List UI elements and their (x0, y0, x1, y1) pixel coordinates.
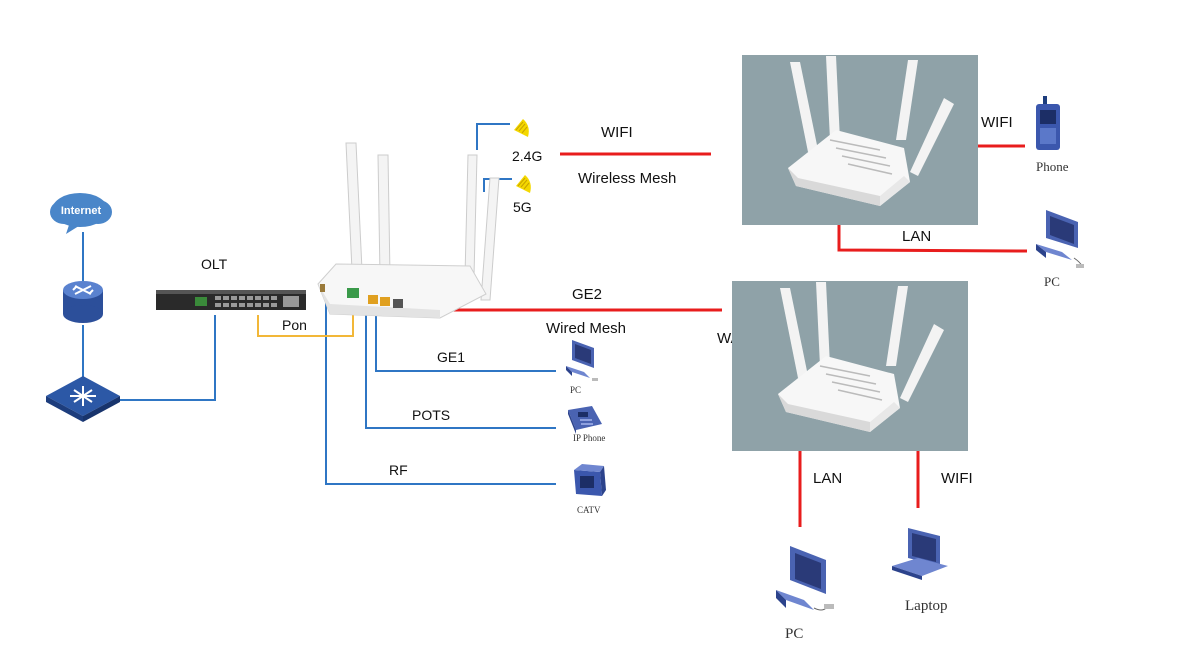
pc-small-label: PC (570, 385, 581, 395)
olt-label: OLT (201, 256, 228, 272)
wifi-right-label: WIFI (981, 114, 1013, 131)
link-ge1 (375, 305, 556, 372)
wifi-bottom-label: WIFI (941, 470, 973, 487)
wireless-mesh-label: Wireless Mesh (578, 170, 676, 187)
laptop-label: Laptop (905, 598, 948, 614)
rf-label: RF (389, 462, 408, 478)
band-5-label: 5G (513, 199, 532, 215)
antenna-icon (516, 175, 531, 193)
ip-phone-label: IP Phone (573, 433, 605, 443)
link-switch-olt (120, 315, 216, 401)
pc-icon (566, 340, 598, 381)
core-router-icon (63, 281, 103, 323)
catv-icon (574, 464, 606, 496)
pc-icon (1036, 210, 1084, 268)
ont-router-icon (317, 142, 500, 319)
laptop-icon (892, 528, 948, 580)
mobile-phone-icon (1036, 96, 1060, 150)
pc-bottom-label: PC (785, 626, 803, 642)
mesh-router-photo (732, 281, 968, 451)
ge2-label: GE2 (572, 286, 602, 303)
catv-label: CATV (577, 505, 601, 515)
cloud-label: Internet (61, 205, 102, 217)
link-pots (365, 305, 556, 429)
link-rf (325, 292, 556, 485)
switch-icon (46, 376, 120, 422)
lan-bottom-label: LAN (813, 470, 842, 487)
phone-label: Phone (1036, 159, 1069, 174)
cloud-icon: Internet (50, 193, 112, 234)
link-antenna-5 (483, 178, 512, 192)
antenna-icon (514, 119, 529, 137)
band-24-label: 2.4G (512, 148, 542, 164)
mesh-router-photo (742, 55, 978, 225)
pots-label: POTS (412, 407, 450, 423)
pc-top-label: PC (1044, 274, 1060, 289)
pon-label: Pon (282, 317, 307, 333)
wifi-top-label: WIFI (601, 124, 633, 141)
wired-mesh-label: Wired Mesh (546, 320, 626, 337)
wired-links (82, 123, 556, 485)
link-antenna-24 (476, 123, 510, 150)
link-pon (257, 305, 354, 337)
ge1-label: GE1 (437, 349, 465, 365)
pc-icon (776, 546, 834, 611)
ip-phone-icon (568, 406, 602, 434)
olt-chassis-icon (156, 290, 306, 310)
lan-top-label: LAN (902, 228, 931, 245)
